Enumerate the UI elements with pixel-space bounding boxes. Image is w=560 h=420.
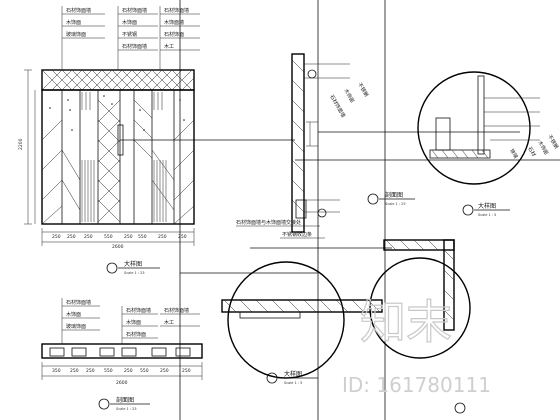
leader-tm-1: 石材饰面墙 bbox=[122, 7, 147, 14]
watermark: 知末 ID: 161780111 bbox=[342, 294, 491, 397]
plan-seg-4: 550 bbox=[104, 368, 113, 374]
seg-7: 250 bbox=[158, 234, 167, 240]
plan-seg-2: 250 bbox=[70, 368, 79, 374]
section-label-1: 石材饰面墙 bbox=[328, 94, 347, 119]
seg-2: 250 bbox=[67, 234, 76, 240]
circle-right-note-1: 石材 bbox=[526, 146, 537, 158]
leader-tm-2: 木饰面 bbox=[122, 19, 137, 26]
circle-right-note-2: 木饰面 bbox=[536, 140, 550, 157]
wood-ribs bbox=[81, 92, 167, 222]
leader-tr-3: 石材饰面 bbox=[164, 31, 184, 38]
texture-dots bbox=[49, 95, 185, 131]
elevation-dimensions: 2200 250 250 250 550 250 550 250 250 260… bbox=[18, 69, 195, 250]
leader-tr-4: 木工 bbox=[164, 43, 174, 50]
plan-total-width: 2600 bbox=[116, 380, 128, 386]
leader-bm-3: 石材饰面 bbox=[126, 331, 146, 338]
seg-1: 250 bbox=[52, 234, 61, 240]
plan-seg-3: 250 bbox=[86, 368, 95, 374]
circle-right-note-4: 玻璃 bbox=[508, 148, 519, 160]
leader-tm-3: 不锈钢 bbox=[122, 31, 137, 38]
cornice-hatch bbox=[41, 69, 195, 91]
total-width: 2600 bbox=[112, 244, 124, 250]
detail-circle-right: 石材 木饰面 不锈钢 玻璃 大样图 Scale 1 : 5 bbox=[417, 71, 560, 217]
elevation-title-marker: 大样图 Scale 1 : 25 bbox=[106, 260, 160, 275]
plan-subtitle: Scale 1 : 25 bbox=[116, 407, 137, 411]
seg-5: 250 bbox=[124, 234, 133, 240]
section-subtitle: Scale 1 : 25 bbox=[385, 202, 406, 206]
top-leaders: 石材饰面墙 木饰面 玻璃饰面 石材饰面墙 木饰面 不锈钢 石材饰面墙 石材饰面墙… bbox=[61, 6, 200, 70]
elevation-title: 大样图 bbox=[124, 260, 142, 268]
leader-tr-1: 石材饰面墙 bbox=[164, 7, 189, 14]
leader-br-1: 石材饰面墙 bbox=[164, 307, 189, 314]
leader-tl-3: 玻璃饰面 bbox=[66, 31, 86, 38]
leader-bl-3: 玻璃饰面 bbox=[66, 323, 86, 330]
plan-seg-1: 350 bbox=[52, 368, 61, 374]
leader-tr-2: 木饰面墙 bbox=[164, 19, 184, 26]
leader-tl-2: 木饰面 bbox=[66, 19, 81, 26]
elevation-main: 2200 250 250 250 550 250 550 250 250 260… bbox=[18, 69, 195, 275]
leader-bm-2: 木饰面 bbox=[126, 319, 141, 326]
section-label-3: 不锈钢 bbox=[356, 82, 370, 99]
mid-note-1: 石材饰面墙与木饰面墙交接处 bbox=[236, 219, 301, 226]
plan-seg-6: 550 bbox=[140, 368, 149, 374]
plan-seg-8: 250 bbox=[182, 368, 191, 374]
plan-seg-5: 250 bbox=[124, 368, 133, 374]
mid-notes: 石材饰面墙与木饰面墙交接处 不锈钢收边条 bbox=[236, 219, 325, 239]
elevation-subtitle: Scale 1 : 25 bbox=[124, 271, 145, 275]
plan-bottom: 石材饰面墙 木饰面 玻璃饰面 石材饰面墙 木饰面 石材饰面 石材饰面墙 木工 3… bbox=[41, 298, 203, 411]
lower-right-section bbox=[369, 239, 471, 414]
detail-circle-bottom: 大样图 Scale 1 : 5 bbox=[221, 261, 383, 385]
grid-lines bbox=[120, 0, 560, 420]
leader-bl-1: 石材饰面墙 bbox=[66, 299, 91, 306]
circle-bottom-subtitle: Scale 1 : 5 bbox=[284, 381, 302, 385]
circle-right-title: 大样图 bbox=[478, 202, 496, 210]
seg-3: 250 bbox=[84, 234, 93, 240]
section-vertical: 石材饰面墙 木饰面 不锈钢 剖面图 Scale 1 : 25 bbox=[291, 53, 415, 233]
mid-note-2: 不锈钢收边条 bbox=[282, 231, 312, 238]
seg-4: 550 bbox=[104, 234, 113, 240]
circle-right-subtitle: Scale 1 : 5 bbox=[478, 213, 496, 217]
watermark-brand: 知末 bbox=[360, 295, 452, 349]
watermark-id: ID: 161780111 bbox=[342, 373, 491, 397]
circle-right-note-3: 不锈钢 bbox=[546, 134, 560, 151]
plan-title: 剖面图 bbox=[116, 396, 134, 404]
leader-br-2: 木工 bbox=[164, 319, 174, 326]
leader-tm-4: 石材饰面墙 bbox=[122, 43, 147, 50]
section-title: 剖面图 bbox=[385, 191, 403, 199]
plan-seg-7: 250 bbox=[160, 368, 169, 374]
seg-6: 550 bbox=[138, 234, 147, 240]
leader-bm-1: 石材饰面墙 bbox=[126, 307, 151, 314]
seg-8: 250 bbox=[178, 234, 187, 240]
glass-panel-hatch bbox=[97, 99, 153, 223]
leader-bl-2: 木饰面 bbox=[66, 311, 81, 318]
height-dim: 2200 bbox=[18, 138, 24, 150]
leader-tl-1: 石材饰面墙 bbox=[66, 7, 91, 14]
circle-bottom-title: 大样图 bbox=[284, 370, 302, 378]
section-label-2: 木饰面 bbox=[342, 88, 356, 105]
